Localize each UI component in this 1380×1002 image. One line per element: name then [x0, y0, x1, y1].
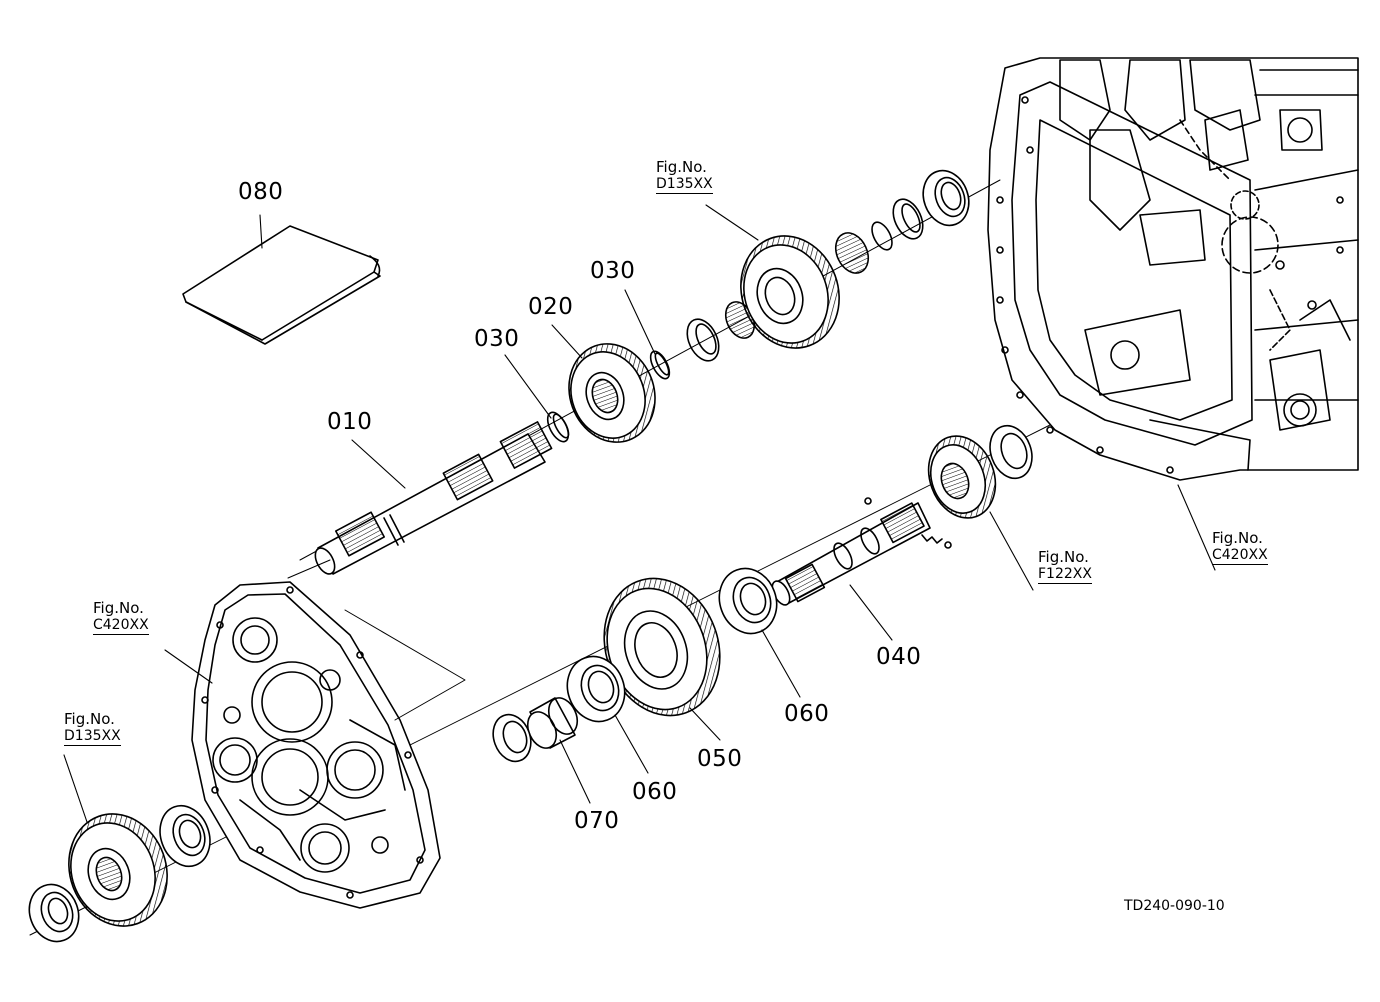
fig-ref-f122[interactable]: Fig.No. F122XX	[1038, 550, 1092, 584]
part-label-010: 010	[327, 409, 373, 435]
part-label-060-left: 060	[632, 779, 678, 805]
gear-020	[555, 332, 668, 455]
ball-bearing-060-right	[710, 560, 785, 641]
gear-f122	[918, 427, 1007, 528]
snap-ring-030-right	[647, 348, 673, 381]
ball-bearing-060-left	[558, 648, 633, 729]
fig-ref-code: D135XX	[656, 176, 713, 194]
part-label-030-left: 030	[474, 326, 520, 352]
leader-lines	[64, 205, 1215, 822]
booklet-080	[183, 226, 380, 344]
fig-ref-c420-left[interactable]: Fig.No. C420XX	[93, 601, 149, 635]
snap-ring-030-left	[543, 409, 572, 445]
housing-cover-left	[192, 582, 440, 908]
fig-ref-code: C420XX	[93, 617, 149, 635]
part-label-070: 070	[574, 808, 620, 834]
fig-ref-caption: Fig.No.	[656, 158, 707, 176]
fig-ref-caption: Fig.No.	[1212, 529, 1263, 547]
fig-ref-d135-left[interactable]: Fig.No. D135XX	[64, 712, 121, 746]
shaft-010	[311, 422, 551, 577]
gear-d135-lower	[53, 800, 182, 940]
fig-ref-code: C420XX	[1212, 547, 1268, 565]
ball-bearing-far-left	[22, 878, 87, 949]
part-label-020: 020	[528, 294, 574, 320]
fig-ref-caption: Fig.No.	[93, 599, 144, 617]
fig-ref-caption: Fig.No.	[1038, 548, 1089, 566]
part-label-040: 040	[876, 644, 922, 670]
snap-ring-upper	[868, 219, 896, 253]
diagram-code: TD240-090-10	[1124, 898, 1225, 914]
gear-d135-upper	[725, 222, 854, 362]
shaft-040	[769, 503, 930, 608]
ball-bearing-lower-right	[983, 420, 1039, 484]
ball-bearing-left-housing	[152, 799, 218, 874]
thrust-washer	[681, 314, 725, 366]
ball-bearing-upper	[916, 164, 976, 232]
spring-small	[922, 535, 951, 548]
fig-ref-c420-right[interactable]: Fig.No. C420XX	[1212, 531, 1268, 565]
needle-bearing-upper-2	[830, 228, 875, 279]
part-label-030-right: 030	[590, 258, 636, 284]
gear-050	[585, 562, 738, 732]
part-label-050: 050	[697, 746, 743, 772]
part-label-080: 080	[238, 179, 284, 205]
transmission-case-right	[988, 58, 1358, 480]
ball-small	[865, 498, 871, 504]
fig-ref-d135-top[interactable]: Fig.No. D135XX	[656, 160, 713, 194]
fig-ref-code: D135XX	[64, 728, 121, 746]
washer-upper	[887, 194, 928, 243]
fig-ref-caption: Fig.No.	[64, 710, 115, 728]
ball-bearing-lower-mid	[487, 709, 537, 766]
part-label-060-right: 060	[784, 701, 830, 727]
fig-ref-code: F122XX	[1038, 566, 1092, 584]
